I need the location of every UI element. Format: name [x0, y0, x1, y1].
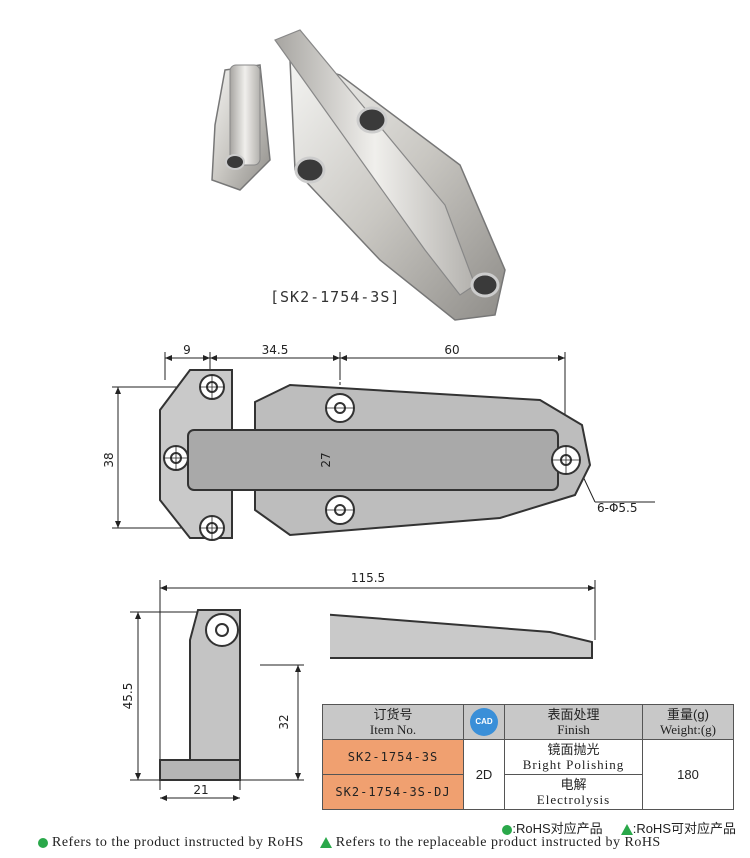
dim-holes: 6-Φ5.5 — [597, 501, 638, 515]
dim-21: 21 — [193, 783, 208, 797]
dim-32: 32 — [277, 714, 291, 729]
dim-9: 9 — [183, 343, 191, 357]
product-code-label: [SK2-1754-3S] — [270, 288, 401, 306]
dim-45-5: 45.5 — [121, 683, 135, 710]
cad-icon[interactable]: CAD — [470, 708, 498, 736]
product-photo — [211, 29, 506, 321]
rohs-triangle-icon — [620, 824, 633, 836]
item-no: SK2-1754-3S — [322, 739, 464, 775]
footer-legend: Refers to the product instructed by RoHS… — [38, 835, 661, 851]
side-view-arm: 115.5 — [330, 571, 596, 659]
header-weight: 重量(g)Weight:(g) — [642, 704, 734, 740]
rohs-legend: :RoHS对应产品 :RoHS可对应产品 — [502, 818, 736, 837]
side-view-drawing: 21 45.5 32 — [121, 580, 330, 801]
top-view-drawing: 9 34.5 60 38 27 6-Φ5.5 — [102, 343, 655, 541]
dim-115-5: 115.5 — [351, 571, 385, 585]
rohs-dot-icon — [502, 824, 513, 835]
item-no: SK2-1754-3S-DJ — [322, 774, 464, 810]
dim-60: 60 — [444, 343, 459, 357]
rohs-dot-icon — [38, 837, 48, 848]
weight-value: 180 — [642, 739, 734, 810]
header-cad: CAD — [463, 704, 505, 740]
dim-27: 27 — [319, 452, 333, 467]
dim-34-5: 34.5 — [262, 343, 289, 357]
dim-38: 38 — [102, 452, 116, 467]
cad-value: 2D — [463, 739, 505, 810]
rohs-triangle-icon — [319, 837, 332, 849]
